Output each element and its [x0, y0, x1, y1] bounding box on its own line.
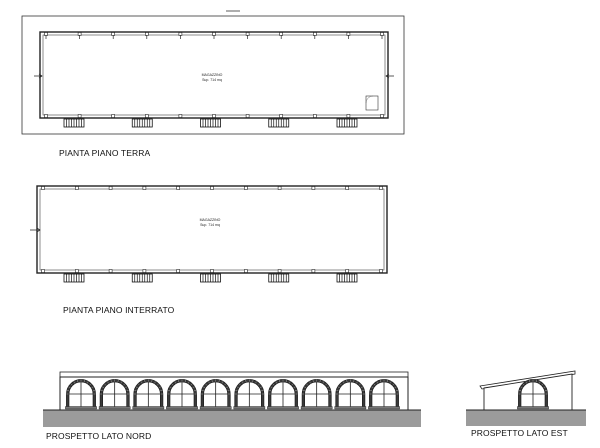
- basement-window-bay: [268, 273, 290, 283]
- ground-floor-window-bay: [268, 118, 290, 128]
- basement-room-tag-1: MAGAZZINO: [200, 218, 221, 222]
- ground-floor-column: [77, 114, 82, 118]
- north-elevation-arch: [300, 379, 333, 410]
- north-elevation-arch: [132, 379, 165, 410]
- north-elevation-arch: [199, 379, 232, 410]
- ground-floor-frame: [21, 15, 405, 135]
- basement-column: [142, 269, 147, 273]
- basement-column: [345, 186, 350, 190]
- ground-floor-room-tag-1: MAGAZZINO: [202, 73, 223, 77]
- ground-floor-column: [111, 114, 115, 118]
- basement-plan: MAGAZZINO Sup. 714 mq: [30, 185, 388, 283]
- ground-floor-service-door: [365, 95, 374, 104]
- north-elevation-arch: [98, 379, 131, 410]
- basement-column: [75, 269, 79, 273]
- east-elevation-label: PROSPETTO LATO EST: [471, 428, 568, 438]
- basement-column: [379, 186, 383, 190]
- basement-column: [41, 269, 45, 273]
- north-elevation-roof-band: [59, 371, 409, 378]
- basement-entrance-arrow: [30, 227, 41, 233]
- ground-floor-column: [279, 114, 284, 118]
- ground-floor-plan: MAGAZZINO Sup. 714 mq: [21, 15, 405, 135]
- basement-column: [277, 269, 282, 273]
- ground-floor-columns-top: [44, 32, 384, 39]
- east-elevation-ground: [466, 410, 586, 426]
- east-elevation-arch: [517, 379, 549, 410]
- basement-column: [41, 186, 45, 190]
- basement-column: [345, 269, 350, 273]
- north-elevation-arch: [65, 379, 97, 410]
- ground-floor-window-bay: [131, 118, 153, 128]
- ground-floor-room-tag-2: Sup. 714 mq: [202, 78, 222, 82]
- ground-floor-column: [380, 114, 384, 118]
- basement-column: [108, 269, 113, 273]
- basement-window-bay: [336, 273, 358, 283]
- ground-floor-column: [312, 114, 317, 118]
- east-elevation: [466, 370, 586, 426]
- basement-columns-bottom: [41, 269, 383, 273]
- basement-column: [244, 269, 248, 273]
- north-elevation-arch: [166, 379, 198, 410]
- ground-floor-column: [346, 114, 351, 118]
- ground-floor-column: [178, 114, 183, 118]
- basement-inner-wall: [39, 188, 385, 271]
- basement-window-bay: [63, 273, 85, 283]
- ground-floor-column: [212, 114, 216, 118]
- ground-floor-window-bay: [336, 118, 358, 128]
- basement-window-bay: [131, 273, 153, 283]
- ground-floor-window-bays: [63, 118, 358, 128]
- basement-columns-top: [41, 186, 383, 190]
- basement-column: [311, 269, 316, 273]
- north-elevation-arch: [368, 379, 400, 410]
- north-elevation-ground: [43, 410, 421, 427]
- basement-outer-wall: [36, 185, 388, 274]
- basement-column: [75, 186, 79, 190]
- basement-plan-label: PIANTA PIANO INTERRATO: [63, 305, 175, 315]
- ground-floor-window-bay: [63, 118, 85, 128]
- basement-column: [108, 186, 113, 190]
- ground-floor-window-bay: [200, 118, 221, 128]
- basement-column: [176, 269, 180, 273]
- basement-column: [311, 186, 316, 190]
- ground-floor-column: [44, 114, 48, 118]
- basement-column: [176, 186, 180, 190]
- ground-floor-columns-bottom: [44, 114, 384, 118]
- basement-window-bay: [200, 273, 221, 283]
- basement-window-bays: [63, 273, 358, 283]
- ground-floor-entrance-arrow-left: [34, 73, 43, 79]
- basement-column: [277, 186, 282, 190]
- basement-column: [142, 186, 147, 190]
- basement-column: [244, 186, 248, 190]
- ground-floor-column: [245, 114, 250, 118]
- basement-column: [379, 269, 383, 273]
- ground-floor-entrance-arrow-right: [385, 73, 394, 79]
- north-elevation-arch: [334, 379, 367, 410]
- ground-floor-plan-label: PIANTA PIANO TERRA: [59, 148, 151, 158]
- basement-column: [210, 269, 214, 273]
- north-elevation-arch: [233, 379, 266, 410]
- north-elevation-arch: [267, 379, 299, 410]
- ground-floor-column: [145, 114, 149, 118]
- north-elevation-arches: [65, 379, 400, 410]
- north-elevation-label: PROSPETTO LATO NORD: [46, 431, 152, 441]
- basement-room-tag-2: Sup. 714 mq: [200, 223, 220, 227]
- north-elevation: [43, 371, 421, 427]
- east-elevation-arches: [517, 379, 549, 410]
- basement-column: [210, 186, 214, 190]
